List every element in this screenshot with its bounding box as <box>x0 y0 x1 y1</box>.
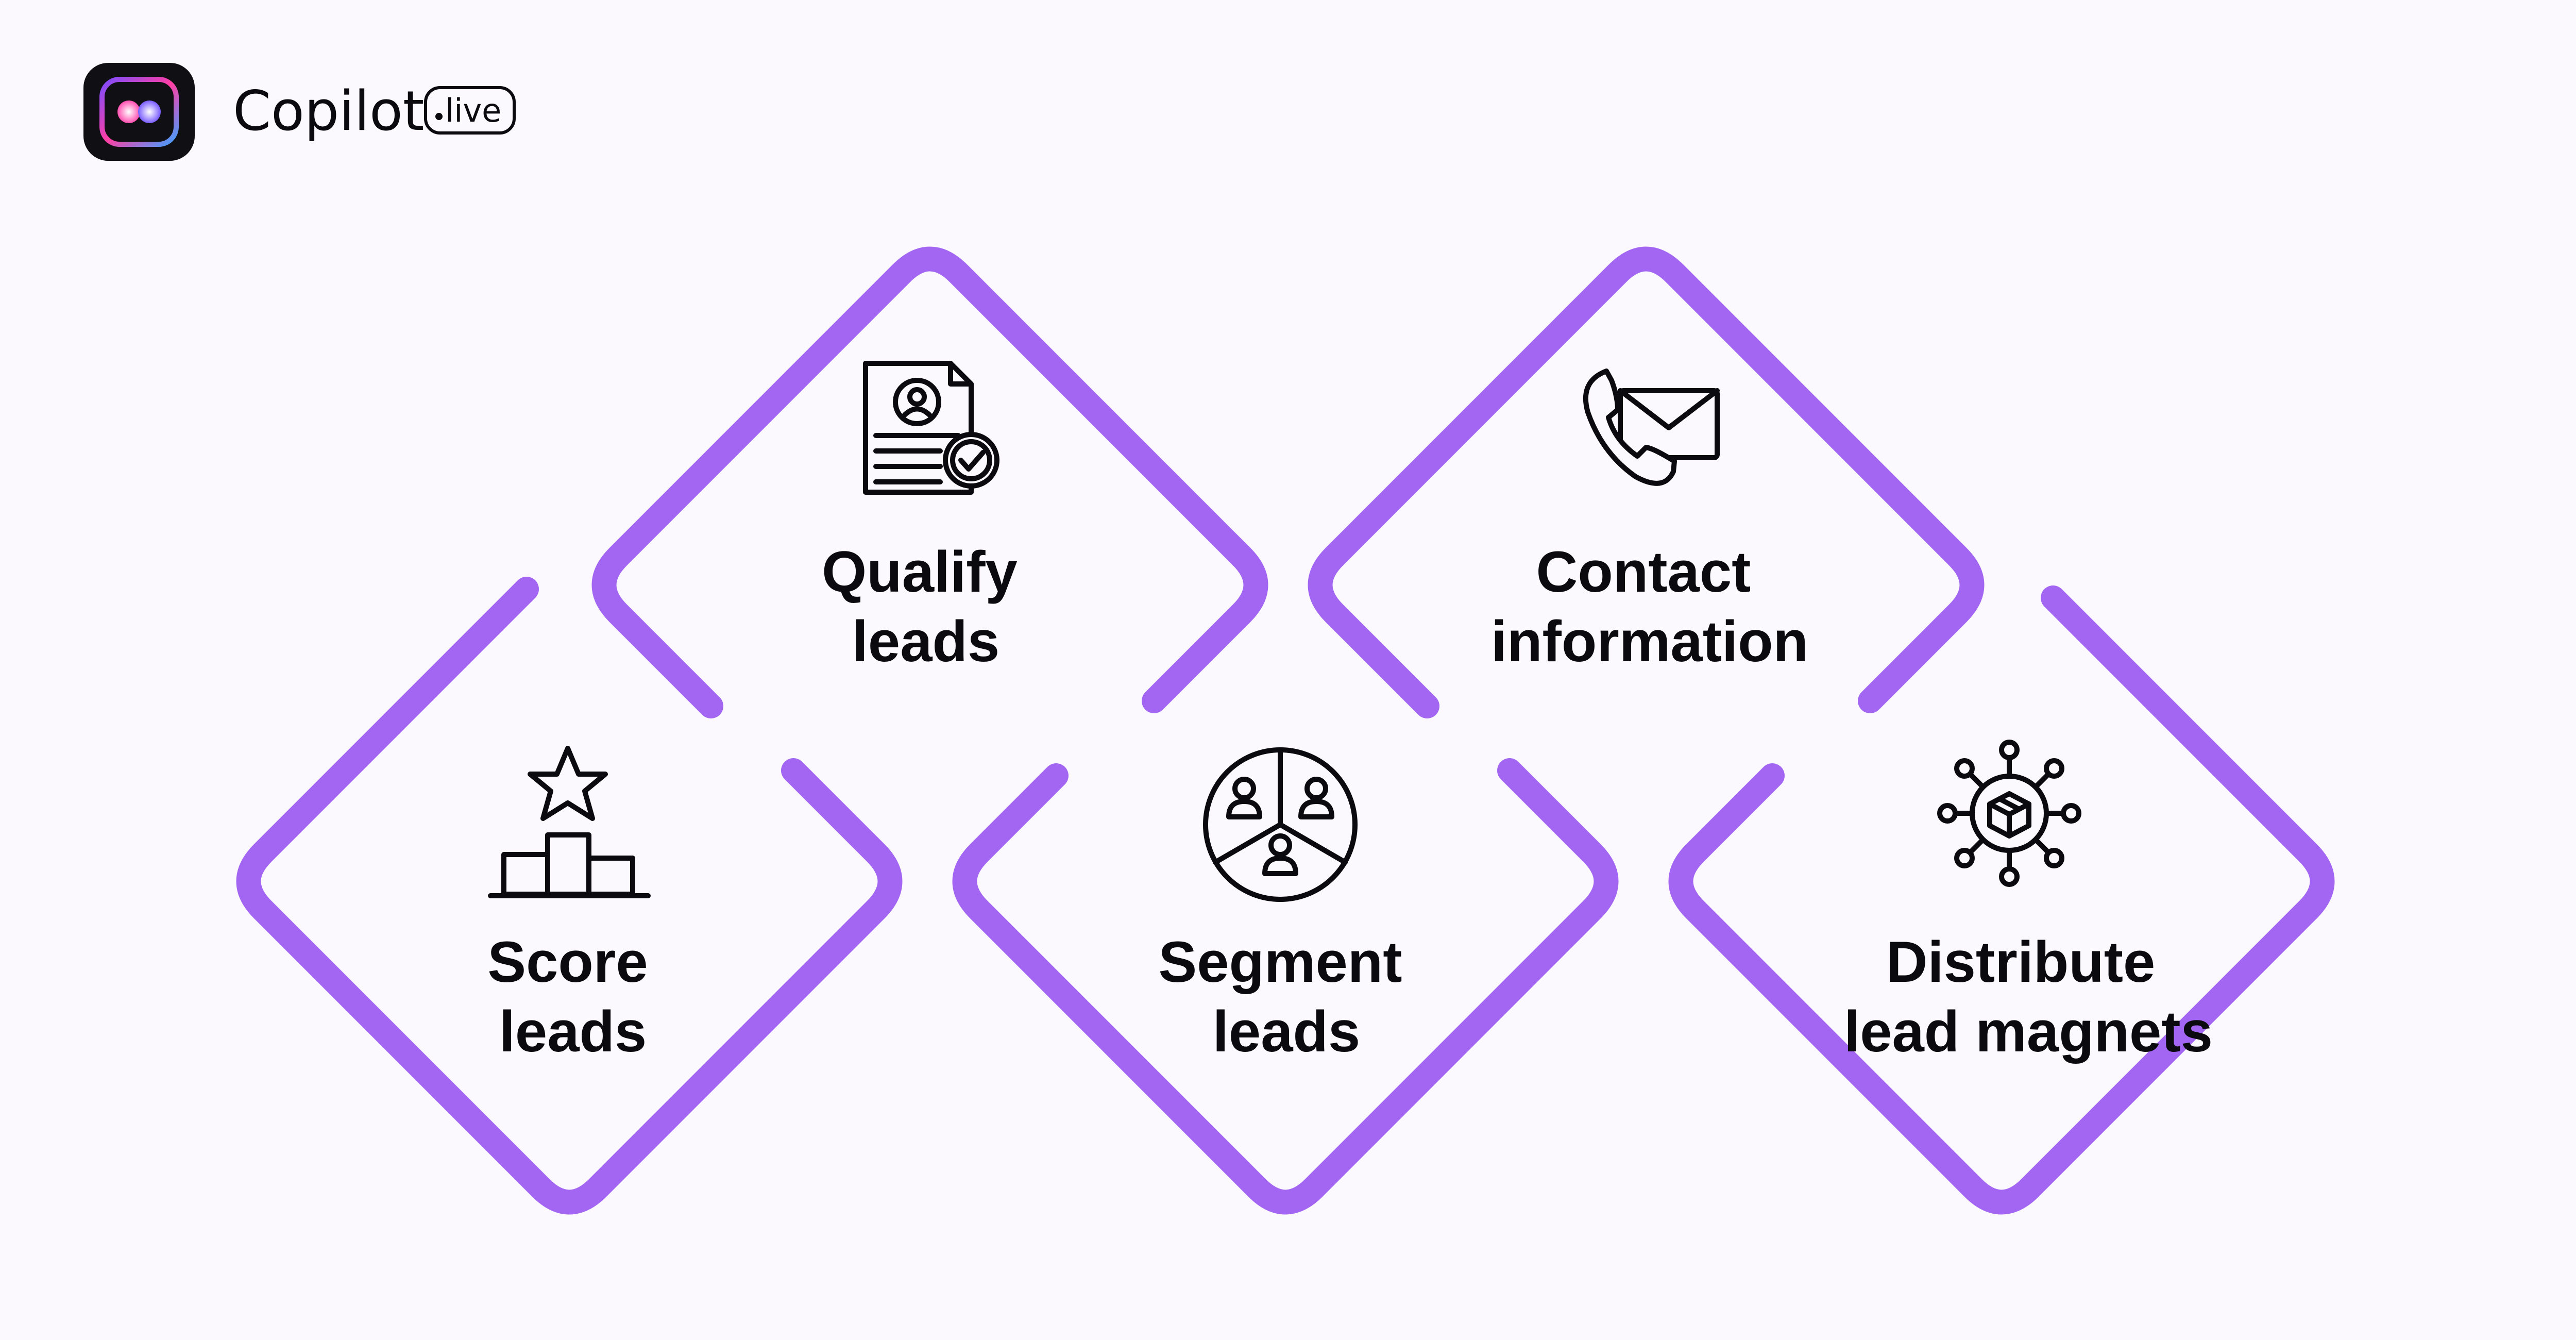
diamond-score-leads <box>236 577 903 1215</box>
logo-ring <box>99 77 179 147</box>
step-label-line1: Qualify <box>822 540 1018 604</box>
brand-badge: live <box>424 86 516 135</box>
step-label-line2: information <box>1491 609 1808 674</box>
segment-pie-icon <box>1203 747 1358 902</box>
step-qualify-leads: Qualify leads <box>822 540 1018 674</box>
diamond-contact-information <box>1308 246 1985 718</box>
step-label-line2: leads <box>499 999 647 1064</box>
step-distribute-lead-magnets: Distribute lead magnets <box>1844 930 2213 1064</box>
podium-star-icon <box>488 746 651 898</box>
diamond-distribute-lead-magnets <box>1668 585 2335 1215</box>
brand-badge-text: live <box>445 92 501 129</box>
diamond-qualify-leads <box>591 246 1268 718</box>
logo-dot-right <box>138 100 161 123</box>
brand-logo <box>83 63 195 161</box>
step-label-line2: leads <box>1213 999 1360 1064</box>
step-label-line2: lead magnets <box>1844 999 2213 1064</box>
diamond-segment-leads <box>952 758 1619 1215</box>
brand-badge-dot <box>435 113 443 120</box>
logo-dot-left <box>117 100 140 123</box>
brand-name: Copilot <box>233 79 424 143</box>
phone-mail-icon <box>1583 368 1720 486</box>
step-label-line1: Distribute <box>1886 930 2156 994</box>
network-box-icon <box>1937 740 2081 887</box>
step-label-line2: leads <box>852 609 999 674</box>
step-contact-information: Contact information <box>1491 540 1808 674</box>
step-label-line1: Score <box>487 930 648 994</box>
step-label-line1: Contact <box>1536 540 1751 604</box>
step-score-leads: Score leads <box>487 930 648 1064</box>
step-segment-leads: Segment leads <box>1159 930 1402 1064</box>
resume-check-icon <box>863 361 999 495</box>
brand-badge-outline <box>424 86 516 135</box>
step-label-line1: Segment <box>1159 930 1402 994</box>
